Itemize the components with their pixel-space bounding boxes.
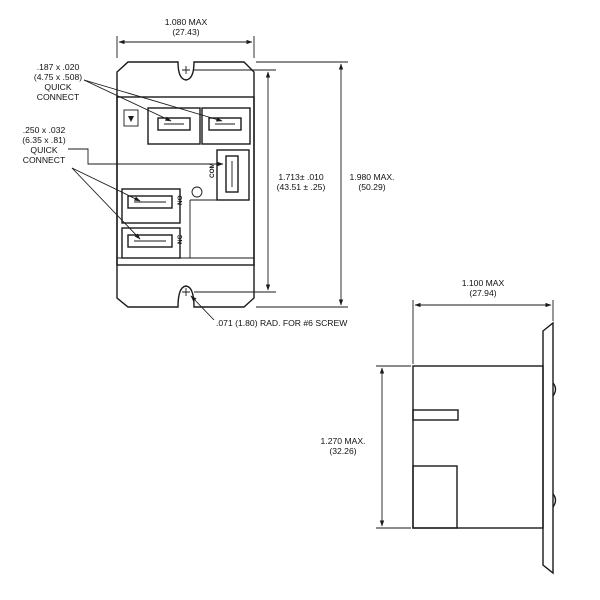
width-max-label: 1.080 MAX	[165, 17, 208, 27]
width-max-mm-label: (27.43)	[172, 27, 199, 37]
body-height-dimension: 1.270 MAX. (32.26)	[321, 365, 411, 529]
hole-spacing-label: 1.713± .010	[278, 172, 324, 182]
qc-large-line1: .250 x .032	[23, 125, 66, 135]
qc-terminal-top-left[interactable]	[157, 117, 191, 131]
qc-terminal-top-left-housing	[147, 107, 201, 145]
internal-divider	[189, 199, 217, 258]
coil-indicator-circle	[191, 186, 203, 198]
front-view: COM NO NC	[116, 61, 255, 308]
side-view-screw-boss-top	[552, 382, 557, 397]
side-view-lower-block	[412, 465, 458, 529]
com-terminal-housing	[216, 149, 250, 201]
no-terminal-housing	[121, 188, 181, 224]
height-max-mm-label: (50.29)	[358, 182, 385, 192]
nc-terminal[interactable]	[127, 234, 173, 248]
qc-terminal-top-right-housing	[201, 107, 251, 145]
side-view-flange	[542, 321, 554, 575]
screw-note: .071 (1.80) RAD. FOR #6 SCREW	[216, 318, 348, 328]
nc-label: NC	[177, 234, 184, 244]
front-view-outline	[116, 61, 255, 308]
body-height-label: 1.270 MAX.	[321, 436, 366, 446]
hole-spacing-dimension: 1.713± .010 (43.51 ± .25)	[194, 69, 326, 293]
relay-body-outline	[116, 96, 255, 266]
side-view-screw-boss-bottom	[552, 493, 557, 508]
width-dimension: 1.080 MAX (27.43)	[116, 17, 255, 58]
qc-small-line4: CONNECT	[37, 92, 80, 102]
com-label: COM	[209, 163, 216, 178]
qc-large-callout: .250 x .032 (6.35 x .81) QUICK CONNECT	[22, 125, 224, 240]
screw-callout: .071 (1.80) RAD. FOR #6 SCREW	[190, 295, 348, 328]
screw-hole-top-cross	[182, 66, 190, 74]
no-terminal[interactable]	[127, 195, 173, 209]
side-view	[412, 321, 557, 575]
com-terminal[interactable]	[225, 155, 239, 193]
depth-dimension: 1.100 MAX (27.94)	[412, 278, 554, 364]
height-max-label: 1.980 MAX.	[350, 172, 395, 182]
depth-max-mm-label: (27.94)	[469, 288, 496, 298]
depth-max-label: 1.100 MAX	[462, 278, 505, 288]
qc-terminal-top-right[interactable]	[208, 117, 242, 131]
qc-small-line3: QUICK	[44, 82, 71, 92]
qc-small-line1: .187 x .020	[37, 62, 80, 72]
screw-hole-bottom-cross	[182, 288, 190, 296]
qc-small-line2: (4.75 x .508)	[34, 72, 82, 82]
corner-feature	[123, 109, 139, 127]
qc-small-callout: .187 x .020 (4.75 x .508) QUICK CONNECT	[34, 62, 223, 122]
qc-large-line3: QUICK	[30, 145, 57, 155]
qc-large-line2: (6.35 x .81)	[22, 135, 66, 145]
side-view-body	[412, 365, 544, 529]
nc-terminal-housing	[121, 227, 181, 259]
hole-spacing-mm-label: (43.51 ± .25)	[277, 182, 326, 192]
no-label: NO	[177, 195, 184, 205]
qc-large-line4: CONNECT	[23, 155, 66, 165]
side-view-terminal	[412, 409, 459, 421]
height-dimension: 1.980 MAX. (50.29)	[256, 61, 395, 308]
corner-feature-mark	[128, 116, 134, 122]
body-height-mm-label: (32.26)	[329, 446, 356, 456]
